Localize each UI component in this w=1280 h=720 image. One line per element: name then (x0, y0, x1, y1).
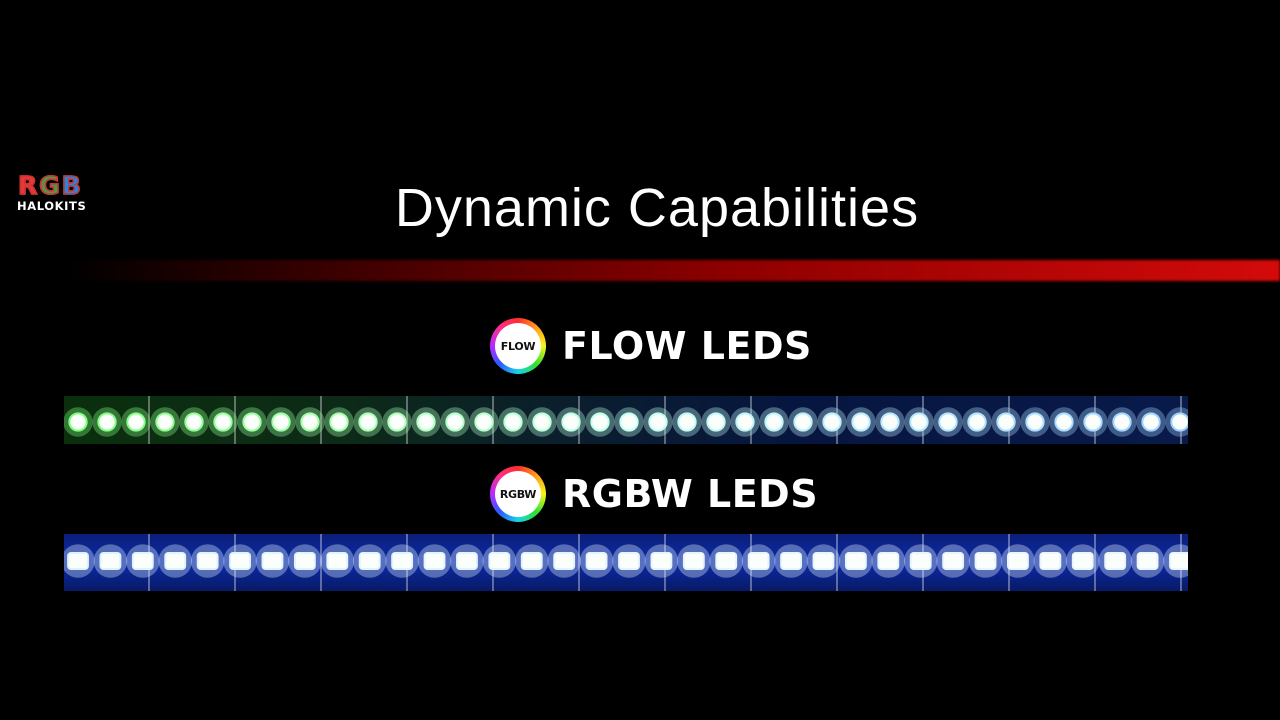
led (391, 552, 414, 570)
led (503, 412, 523, 432)
led (812, 552, 835, 570)
led (97, 412, 117, 432)
led (488, 552, 511, 570)
led (650, 552, 673, 570)
brand-logo: RGB HALOKITS (16, 171, 108, 215)
led (1039, 552, 1062, 570)
led (938, 412, 958, 432)
flow-section-heading: FLOW FLOW LEDS (490, 318, 812, 374)
led (445, 412, 465, 432)
led (1104, 552, 1127, 570)
led (271, 412, 291, 432)
led (423, 552, 446, 570)
flow-section-title: FLOW LEDS (562, 324, 812, 368)
led (68, 412, 88, 432)
led (880, 412, 900, 432)
led (326, 552, 349, 570)
led (1083, 412, 1103, 432)
led (706, 412, 726, 432)
led (229, 552, 251, 570)
led (996, 412, 1016, 432)
led (387, 412, 407, 432)
rgbw-led-strip-graphic (64, 544, 1188, 578)
led (67, 552, 89, 570)
rgbw-badge-icon: RGBW (490, 466, 546, 522)
led (974, 552, 997, 570)
led (532, 412, 552, 432)
rgbw-section-title: RGBW LEDS (562, 472, 819, 516)
led (715, 552, 738, 570)
led (126, 412, 146, 432)
led (793, 412, 813, 432)
led (585, 552, 608, 570)
led (747, 552, 770, 570)
led (553, 552, 576, 570)
red-divider (64, 260, 1280, 281)
rgbw-led-strip (64, 534, 1188, 591)
led (677, 412, 697, 432)
flow-led-strip (64, 396, 1188, 444)
led (416, 412, 436, 432)
led (213, 412, 233, 432)
rgbw-section-heading: RGBW RGBW LEDS (490, 466, 818, 522)
led (735, 412, 755, 432)
led (155, 412, 175, 432)
led (99, 552, 122, 570)
led (648, 412, 668, 432)
led (184, 412, 204, 432)
brand-name: HALOKITS (17, 199, 87, 213)
led (196, 552, 219, 570)
led (164, 552, 187, 570)
led (1141, 412, 1161, 432)
led (682, 552, 705, 570)
led (942, 552, 965, 570)
led (358, 552, 381, 570)
led (877, 552, 900, 570)
led (780, 552, 802, 570)
led (844, 552, 867, 570)
led (131, 552, 154, 570)
led (1136, 552, 1159, 570)
led (1170, 412, 1188, 432)
led (242, 412, 262, 432)
led (300, 412, 320, 432)
led (590, 412, 610, 432)
led (293, 552, 316, 570)
led (822, 412, 842, 432)
led (619, 412, 639, 432)
led (1054, 412, 1074, 432)
led (474, 412, 494, 432)
led (1169, 552, 1188, 570)
led (764, 412, 784, 432)
flow-badge-label: FLOW (495, 323, 541, 369)
led (1025, 412, 1045, 432)
led (261, 552, 284, 570)
flow-badge-icon: FLOW (490, 318, 546, 374)
led (851, 412, 871, 432)
led (561, 412, 581, 432)
led (967, 412, 987, 432)
brand-logo-mark: RGB (17, 171, 83, 200)
led (909, 412, 929, 432)
led (329, 412, 349, 432)
led (618, 552, 640, 570)
led (909, 552, 932, 570)
led (520, 552, 543, 570)
led (1007, 552, 1029, 570)
flow-led-strip-graphic (64, 407, 1188, 437)
led (1071, 552, 1094, 570)
led (1112, 412, 1132, 432)
led (456, 552, 478, 570)
rgbw-badge-label: RGBW (495, 471, 541, 517)
page-title: Dynamic Capabilities (394, 178, 920, 238)
led (358, 412, 378, 432)
